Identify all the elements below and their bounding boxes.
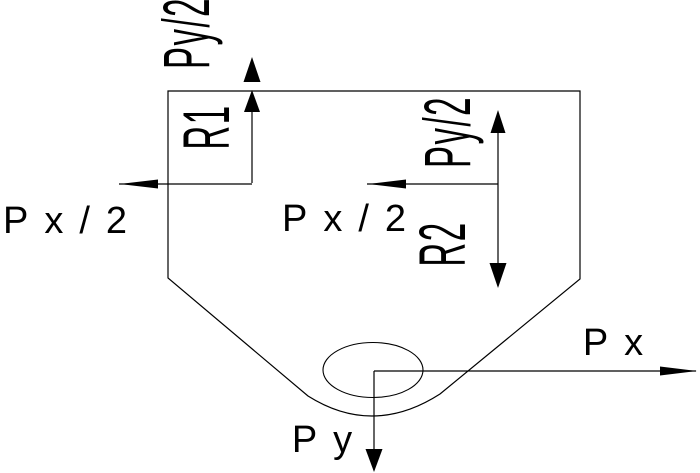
label-r1: R1 xyxy=(169,104,243,150)
py-arrowhead xyxy=(365,449,383,472)
label-py-half-top: Py/2 xyxy=(149,0,223,70)
px-half-left-arrowhead xyxy=(120,179,158,189)
r1-arrowhead xyxy=(244,90,260,112)
label-py-half-mid: Py/2 xyxy=(410,95,484,169)
label-px: Px xyxy=(582,322,660,364)
plate-outline xyxy=(167,90,581,417)
label-py: Py xyxy=(291,419,369,461)
label-px-half-mid: Px/2 xyxy=(281,198,423,240)
px-half-mid-arrowhead xyxy=(368,179,406,189)
px-arrowhead xyxy=(660,366,697,376)
r2-up-arrowhead xyxy=(490,110,506,133)
py-half-top-arrowhead xyxy=(243,57,261,82)
hole-ellipse xyxy=(322,341,424,399)
r2-down-arrowhead xyxy=(489,263,507,288)
label-px-half-left: Px/2 xyxy=(2,200,144,242)
